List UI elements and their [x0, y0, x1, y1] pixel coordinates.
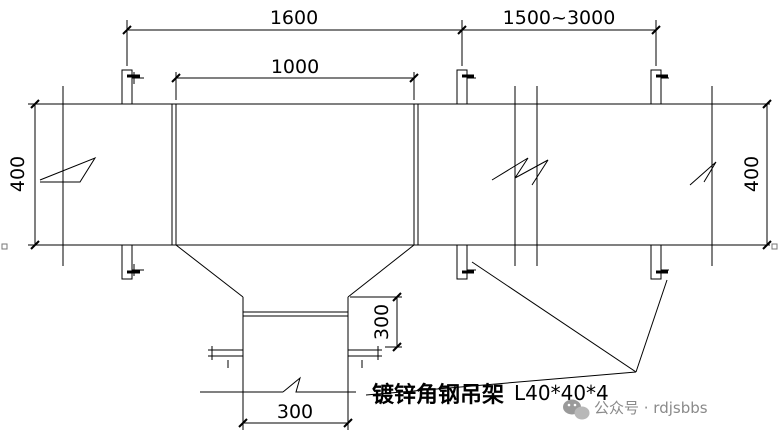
dim-top-right-span: 1500~3000 — [503, 7, 616, 29]
corner-marker — [771, 243, 778, 250]
watermark-label: 公众号 · rdjsbbs — [594, 399, 708, 417]
dim-tee-top-width: 1000 — [271, 56, 319, 78]
dimension-lines — [28, 20, 768, 424]
main-duct — [30, 86, 770, 266]
dim-top-span: 1600 — [270, 7, 318, 29]
dimension-ticks — [30, 25, 772, 428]
corner-marker — [1, 243, 8, 250]
callout-leaders — [365, 261, 668, 396]
tee-branch — [175, 244, 415, 430]
hanger-branch — [208, 346, 382, 368]
dim-branch-height: 300 — [371, 304, 393, 340]
callout-spec: L40*40*4 — [514, 381, 609, 405]
hanger-top-left — [121, 69, 144, 105]
watermark: 公众号 · rdjsbbs — [563, 399, 708, 420]
break-marks — [39, 156, 717, 393]
wechat-icon — [563, 399, 590, 420]
hanger-top-right — [650, 69, 669, 105]
hanger-bottom-middle — [456, 244, 476, 280]
hanger-bottom-right — [650, 244, 669, 280]
hanger-top-middle — [456, 69, 476, 105]
dim-branch-width: 300 — [277, 401, 313, 423]
dim-left-height: 400 — [7, 156, 29, 192]
hanger-bottom-left — [121, 244, 144, 280]
dim-right-height: 400 — [741, 156, 763, 192]
callout-name: 镀锌角钢吊架 — [372, 382, 504, 408]
